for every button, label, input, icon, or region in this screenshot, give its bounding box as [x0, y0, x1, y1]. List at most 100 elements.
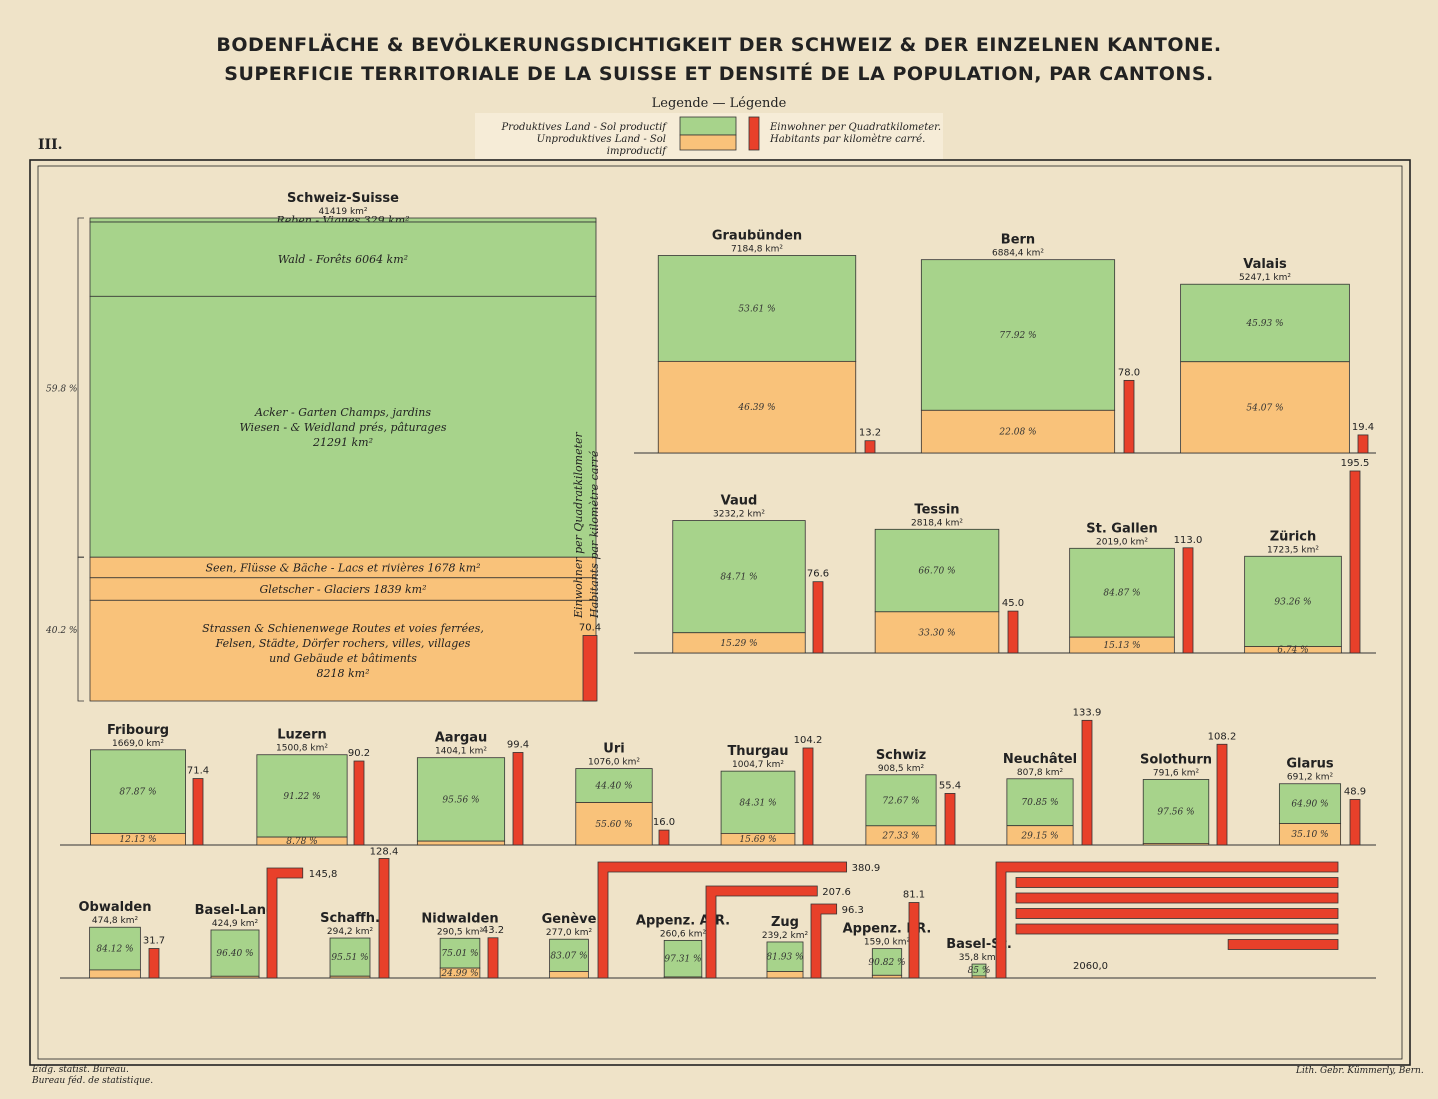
canton-appenz-i-r-density-bar [908, 902, 920, 979]
swiss-segment-4-label-0: Gletscher - Glaciers 1839 km² [259, 583, 426, 596]
canton-aargau-productive [416, 757, 506, 842]
canton-luzern-unproductive-pct: 8.78 % [286, 837, 317, 847]
legend-productive-label: Produktives Land - Sol productif [501, 122, 666, 133]
canton-thurgau-density-label: 104.2 [794, 735, 823, 746]
canton-graub-nden-area: 7184,8 km² [731, 245, 783, 255]
canton-aargau-area: 1404,1 km² [435, 747, 487, 757]
canton-valais-name: Valais [1243, 257, 1287, 272]
canton-valais-unproductive [1180, 361, 1350, 454]
swiss-segment-2-label-2: 21291 km² [312, 436, 373, 449]
canton-solothurn-unproductive [1142, 843, 1210, 846]
canton-zug-productive-pct: 81.93 % [766, 953, 803, 963]
canton-basel-land-unproductive [210, 975, 260, 979]
swiss-density-axis-fr: Habitants par kilomètre carré [588, 450, 601, 619]
swiss-name: Schweiz-Suisse [287, 191, 399, 206]
canton-uri-productive-pct: 44.40 % [594, 782, 632, 792]
canton-glarus-productive [1278, 783, 1342, 824]
canton-graub-nden-unproductive [657, 360, 857, 454]
canton-thurgau-productive [720, 770, 796, 834]
canton-vaud-name: Vaud [721, 494, 758, 509]
canton-tessin-density-label: 45.0 [1002, 598, 1024, 609]
canton-z-rich-area: 1723,5 km² [1267, 545, 1319, 555]
canton-st-gallen-productive [1069, 547, 1175, 638]
canton-obwalden-productive-pct: 84.12 % [96, 945, 133, 955]
canton-schaffh-productive-pct: 95.51 % [331, 953, 368, 963]
canton-z-rich-productive-pct: 93.26 % [1274, 597, 1311, 607]
canton-valais-area: 5247,1 km² [1239, 273, 1291, 283]
canton-basel-st-unproductive [971, 975, 987, 979]
canton-basel-land-productive-pct: 96.40 % [216, 949, 253, 959]
legend-unproductive-label: Unproduktives Land - Sol improductif [536, 134, 666, 157]
canton-uri-unproductive [575, 802, 653, 846]
canton-basel-st-name: Basel-St. [946, 937, 1012, 952]
canton-neuch-tel-name: Neuchâtel [1003, 752, 1077, 767]
swiss-segment-5-label-2: und Gebäude et bâtiments [269, 652, 417, 665]
canton-glarus-name: Glarus [1286, 757, 1334, 772]
canton-neuch-tel-density-label: 133.9 [1073, 707, 1102, 718]
canton-valais-density-label: 19.4 [1352, 422, 1374, 433]
canton-zug-unproductive [766, 971, 804, 979]
canton-schwiz-unproductive-pct: 27.33 % [881, 831, 919, 841]
canton-basel-land-area: 424,9 km² [212, 919, 259, 929]
chart-frame-outer [29, 159, 1411, 1066]
swiss-segment-2-label-1: Wiesen - & Weidland prés, pâturages [239, 421, 446, 434]
legend-heading: Legende — Légende [651, 96, 787, 111]
swiss-segment-2-label-0: Acker - Garten Champs, jardins [254, 406, 431, 419]
swiss-segment-3-label-0: Seen, Flüsse & Bäche - Lacs et rivières … [205, 561, 480, 574]
canton-thurgau-density-bar [802, 747, 814, 846]
canton-gen-ve-productive [549, 938, 589, 972]
canton-schwiz-productive [865, 774, 937, 827]
canton-vaud-productive-pct: 84.71 % [720, 573, 757, 583]
canton-st-gallen-density-bar [1182, 547, 1194, 654]
canton-glarus-productive-pct: 64.90 % [1291, 800, 1328, 810]
canton-zug-density-label: 96.3 [842, 905, 864, 916]
canton-z-rich-unproductive [1244, 646, 1342, 654]
canton-aargau-density-bar [512, 752, 524, 846]
canton-basel-st-density-bar-1 [1015, 877, 1339, 888]
swiss-segment-5-label-1: Felsen, Städte, Dörfer rochers, villes, … [215, 637, 471, 650]
canton-vaud-density-bar [812, 581, 824, 654]
canton-schaffh-density-bar [378, 858, 390, 979]
canton-graub-nden-productive-pct: 53.61 % [738, 304, 775, 314]
canton-bern-density-bar [1123, 379, 1135, 454]
canton-luzern-unproductive [256, 836, 348, 846]
canton-bern-name: Bern [1001, 233, 1035, 248]
footer-left: Eidg. statist. Bureau. Bureau féd. de st… [32, 1065, 153, 1087]
legend-density-fr: Habitants par kilomètre carré. [770, 134, 926, 145]
canton-neuch-tel-unproductive-pct: 29.15 % [1020, 831, 1058, 841]
canton-nidwalden-density-label: 43.2 [482, 925, 504, 936]
canton-fribourg-density-bar [192, 778, 204, 846]
canton-luzern-area: 1500,8 km² [276, 744, 328, 754]
canton-appenz-i-r-productive [871, 948, 903, 976]
canton-thurgau-name: Thurgau [727, 744, 788, 759]
canton-thurgau-productive-pct: 84.31 % [739, 798, 776, 808]
canton-tessin-productive [874, 528, 1000, 613]
canton-uri-unproductive-pct: 55.60 % [595, 820, 632, 830]
canton-glarus-unproductive [1278, 823, 1342, 846]
canton-zug-area: 239,2 km² [762, 931, 809, 941]
canton-aargau-density-label: 99.4 [507, 739, 529, 750]
canton-valais-unproductive-pct: 54.07 % [1246, 403, 1283, 413]
swiss-density-label: 70.4 [579, 622, 601, 633]
canton-zug-name: Zug [771, 915, 799, 930]
swiss-segment-1-label-0: Wald - Forêts 6064 km² [278, 253, 408, 266]
canton-appenz-ar-density-label: 207.6 [822, 887, 851, 898]
canton-tessin-area: 2818,4 km² [911, 518, 963, 528]
canton-appenz-i-r-productive-pct: 90.82 % [868, 958, 905, 968]
canton-schwiz-name: Schwiz [876, 748, 926, 763]
canton-appenz-i-r-area: 159,0 km² [864, 938, 911, 948]
canton-geneve-density-bar [597, 861, 848, 979]
swiss-brace-productive [77, 217, 84, 558]
canton-basel-st-density-bar-4 [1015, 923, 1339, 935]
canton-st-gallen-area: 2019,0 km² [1096, 537, 1148, 547]
canton-nidwalden-area: 290,5 km² [437, 927, 484, 937]
canton-fribourg-name: Fribourg [107, 723, 169, 738]
canton-z-rich-unproductive-pct: 6.74 % [1277, 646, 1308, 656]
canton-solothurn-density-label: 108.2 [1208, 731, 1237, 742]
canton-appenz-a-r-productive [663, 939, 703, 978]
canton-vaud-density-label: 76.6 [807, 569, 829, 580]
canton-geneve-density-label: 380.9 [852, 863, 881, 874]
canton-glarus-unproductive-pct: 35.10 % [1291, 830, 1328, 840]
